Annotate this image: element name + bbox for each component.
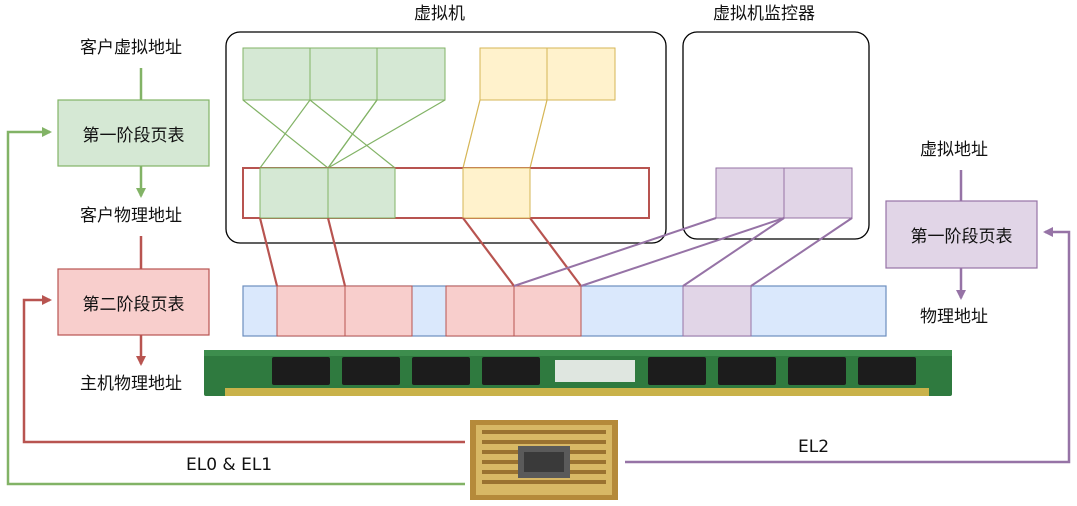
stage2-mapping-red [258,217,582,287]
el01-red-path [22,295,465,444]
ram-module-image [204,350,952,396]
physical-address-label: 物理地址 [920,307,988,327]
virtual-address-label: 虚拟地址 [920,140,988,160]
guest-virtual-address-label: 客户虚拟地址 [80,38,182,58]
hypervisor-virtual-pages [715,167,853,219]
vm-container [225,31,667,244]
el01-green-path [6,127,465,486]
guest-virtual-pages-yellow [479,47,616,101]
guest-physical-pages [259,167,531,219]
el2-purple-path [625,227,1071,464]
stage1-table-box-left [57,99,210,167]
guest-virtual-pages-green [242,47,446,101]
hypervisor-container [682,31,870,240]
stage2-table-box [57,268,210,336]
stage1-mapping-green [242,99,446,169]
guest-physical-address-label: 客户物理地址 [80,206,182,226]
hypervisor-mapping-purple [513,217,853,287]
stage1-table-label-left: 第一阶段页表 [82,125,185,146]
host-physical-pages [276,285,752,337]
stage1-mapping-yellow [462,99,548,169]
stage1-table-label-right: 第一阶段页表 [910,227,1013,247]
hypervisor-title: 虚拟机监控器 [713,4,815,24]
el2-label: EL2 [798,437,830,457]
cpu-chip-image [470,420,618,500]
stage1-table-box-right [885,200,1038,269]
host-physical-address-label: 主机物理地址 [80,374,182,394]
el01-label: EL0 & EL1 [186,455,273,475]
vm-title: 虚拟机 [414,4,465,24]
stage2-table-label: 第二阶段页表 [82,294,185,315]
